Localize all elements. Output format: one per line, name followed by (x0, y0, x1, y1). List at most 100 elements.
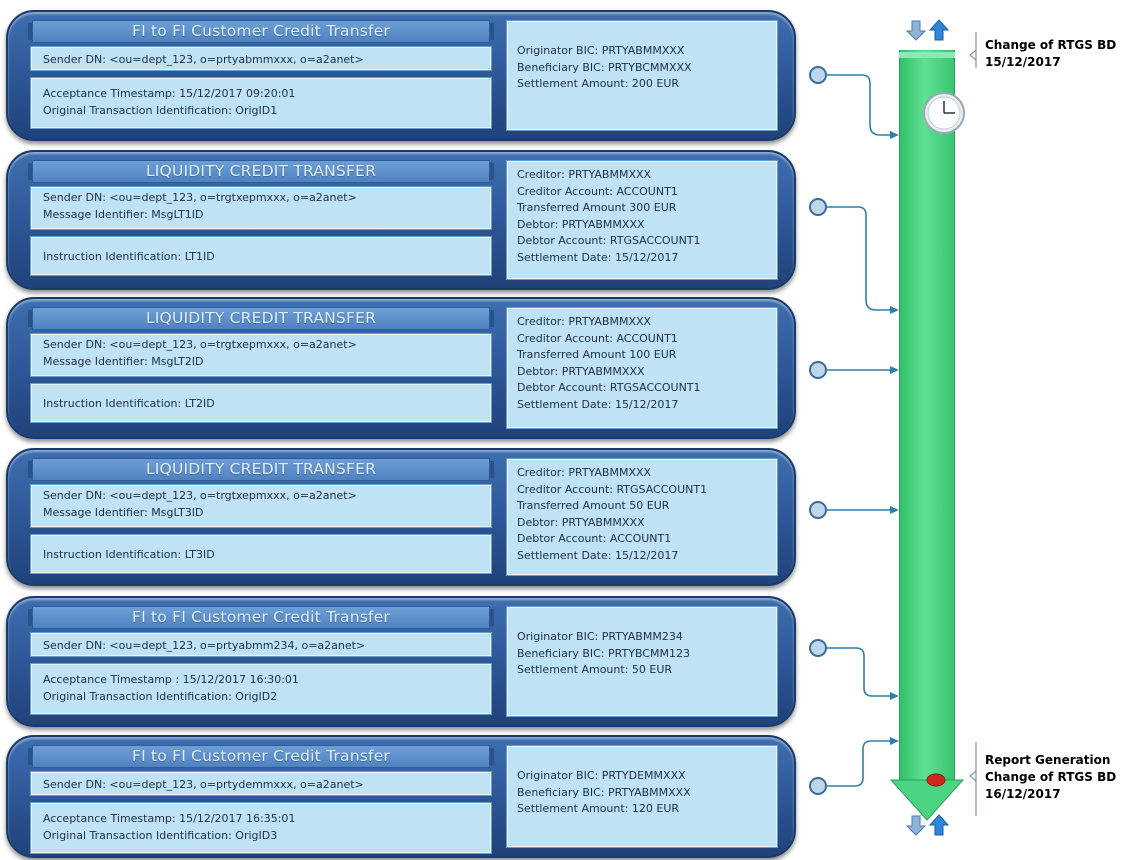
identification-pane: Instruction Identification: LT2ID (30, 383, 492, 423)
red-dot-icon (926, 773, 946, 787)
details-line: Beneficiary BIC: PRTYABMMXXX (517, 785, 691, 799)
message-card: LIQUIDITY CREDIT TRANSFER Sender DN: <ou=… (6, 448, 796, 586)
connector-2 (827, 206, 891, 311)
sender-pane: Sender DN: <ou=dept_123, o=prtyabmm234, … (30, 632, 492, 657)
details-line: Settlement Amount: 50 EUR (517, 663, 673, 676)
identification-line: Acceptance Timestamp: 15/12/2017 09:20:0… (43, 87, 296, 100)
card-title: FI to FI Customer Credit Transfer (28, 606, 494, 629)
sender-line: Sender DN: <ou=dept_123, o=prtyabmmxxx, … (43, 53, 364, 66)
identification-pane: Acceptance Timestamp: 15/12/2017 16:35:0… (30, 802, 492, 854)
details-line: Debtor Account: RTGSACCOUNT1 (517, 234, 701, 247)
label-bracket-bottom (969, 742, 977, 816)
top-timeline-label: Change of RTGS BD 15/12/2017 (985, 37, 1116, 71)
top-label-line-2: 15/12/2017 (985, 55, 1061, 69)
details-line: Debtor: PRTYABMMXXX (517, 364, 645, 378)
card-title: FI to FI Customer Credit Transfer (28, 745, 494, 768)
timeline-top-cap (899, 52, 955, 58)
identification-pane: Instruction Identification: LT3ID (30, 534, 492, 574)
details-line: Originator BIC: PRTYABMMXXX (517, 44, 685, 57)
identification-line: Instruction Identification: LT2ID (43, 397, 215, 410)
bottom-label-line-1: Report Generation (985, 753, 1111, 767)
timeline-arrowhead (889, 779, 965, 821)
details-line: Debtor Account: RTGSACCOUNT1 (517, 381, 701, 394)
sender-pane: Sender DN: <ou=dept_123, o=prtyabmmxxx, … (30, 46, 492, 71)
details-line: Beneficiary BIC: PRTYBCMM123 (517, 646, 690, 660)
card-title: FI to FI Customer Credit Transfer (28, 20, 494, 43)
card-title: LIQUIDITY CREDIT TRANSFER (28, 307, 494, 330)
identification-pane: Instruction Identification: LT1ID (30, 236, 492, 276)
identification-pane: Acceptance Timestamp: 15/12/2017 09:20:0… (30, 77, 492, 129)
identification-line: Original Transaction Identification: Ori… (43, 828, 278, 842)
details-line: Transferred Amount 50 EUR (517, 499, 670, 512)
identification-line: Instruction Identification: LT1ID (43, 250, 215, 263)
details-pane: Creditor: PRTYABMMXXX Creditor Account: R… (506, 458, 778, 576)
connector-dot-5 (809, 639, 827, 657)
identification-line: Acceptance Timestamp: 15/12/2017 16:35:0… (43, 812, 296, 825)
bottom-timeline-label: Report Generation Change of RTGS BD 16/1… (985, 752, 1116, 803)
details-line: Originator BIC: PRTYABMM234 (517, 630, 683, 643)
details-line: Creditor: PRTYABMMXXX (517, 315, 652, 328)
details-line: Settlement Date: 15/12/2017 (517, 250, 679, 264)
details-pane: Creditor: PRTYABMMXXX Creditor Account: A… (506, 160, 778, 280)
message-card: LIQUIDITY CREDIT TRANSFER Sender DN: <ou=… (6, 297, 796, 439)
swap-arrows-icon-bottom (905, 814, 950, 836)
swap-arrows-icon-top (905, 19, 950, 41)
top-label-line-1: Change of RTGS BD (985, 38, 1117, 52)
sender-line: Sender DN: <ou=dept_123, o=trgtxepmxxx, … (43, 338, 357, 351)
details-line: Debtor: PRTYABMMXXX (517, 515, 645, 529)
identification-line: Instruction Identification: LT3ID (43, 548, 215, 561)
identification-line: Original Transaction Identification: Ori… (43, 103, 278, 117)
card-title: LIQUIDITY CREDIT TRANSFER (28, 458, 494, 481)
sender-line: Sender DN: <ou=dept_123, o=prtyabmm234, … (43, 639, 366, 652)
message-card: LIQUIDITY CREDIT TRANSFER Sender DN: <ou=… (6, 150, 796, 290)
details-line: Transferred Amount 300 EUR (517, 201, 677, 214)
connector-5 (827, 647, 891, 697)
sender-line: Message Identifier: MsgLT3ID (43, 505, 204, 519)
details-line: Creditor: PRTYABMMXXX (517, 168, 652, 181)
details-pane: Originator BIC: PRTYABMMXXX Beneficiary B… (506, 20, 778, 131)
clock-icon (923, 92, 965, 134)
details-line: Settlement Amount: 200 EUR (517, 77, 680, 90)
label-bracket-top (969, 32, 977, 68)
details-line: Creditor Account: RTGSACCOUNT1 (517, 482, 708, 496)
details-line: Debtor Account: ACCOUNT1 (517, 532, 672, 545)
sender-line: Message Identifier: MsgLT2ID (43, 354, 204, 368)
business-day-timeline-bar (899, 50, 955, 782)
bottom-label-line-2: Change of RTGS BD (985, 770, 1117, 784)
connector-1 (827, 74, 891, 136)
connector-6 (827, 740, 891, 787)
details-line: Settlement Date: 15/12/2017 (517, 548, 679, 562)
sender-pane: Sender DN: <ou=dept_123, o=trgtxepmxxx, … (30, 186, 492, 230)
sender-pane: Sender DN: <ou=dept_123, o=prtydemmxxx, … (30, 771, 492, 796)
identification-line: Original Transaction Identification: Ori… (43, 689, 278, 703)
sender-pane: Sender DN: <ou=dept_123, o=trgtxepmxxx, … (30, 484, 492, 528)
connector-arrowheads (890, 131, 899, 745)
card-title: LIQUIDITY CREDIT TRANSFER (28, 160, 494, 183)
sender-line: Sender DN: <ou=dept_123, o=trgtxepmxxx, … (43, 191, 357, 204)
connector-lines (827, 74, 891, 787)
connector-dot-2 (809, 198, 827, 216)
connector-dot-4 (809, 501, 827, 519)
identification-line: Acceptance Timestamp : 15/12/2017 16:30:… (43, 673, 299, 686)
details-line: Creditor Account: ACCOUNT1 (517, 184, 678, 198)
details-line: Settlement Amount: 120 EUR (517, 802, 680, 815)
sender-line: Sender DN: <ou=dept_123, o=trgtxepmxxx, … (43, 489, 357, 502)
sender-pane: Sender DN: <ou=dept_123, o=trgtxepmxxx, … (30, 333, 492, 377)
details-line: Beneficiary BIC: PRTYBCMMXXX (517, 60, 692, 74)
details-line: Creditor: PRTYABMMXXX (517, 466, 652, 479)
sender-line: Sender DN: <ou=dept_123, o=prtydemmxxx, … (43, 778, 364, 791)
connector-dot-6 (809, 777, 827, 795)
details-line: Originator BIC: PRTYDEMMXXX (517, 769, 686, 782)
details-line: Transferred Amount 100 EUR (517, 348, 677, 361)
connector-dot-3 (809, 361, 827, 379)
bottom-label-line-3: 16/12/2017 (985, 787, 1061, 801)
identification-pane: Acceptance Timestamp : 15/12/2017 16:30:… (30, 663, 492, 715)
details-line: Debtor: PRTYABMMXXX (517, 217, 645, 231)
details-pane: Originator BIC: PRTYDEMMXXX Beneficiary B… (506, 745, 778, 848)
details-line: Settlement Date: 15/12/2017 (517, 397, 679, 411)
